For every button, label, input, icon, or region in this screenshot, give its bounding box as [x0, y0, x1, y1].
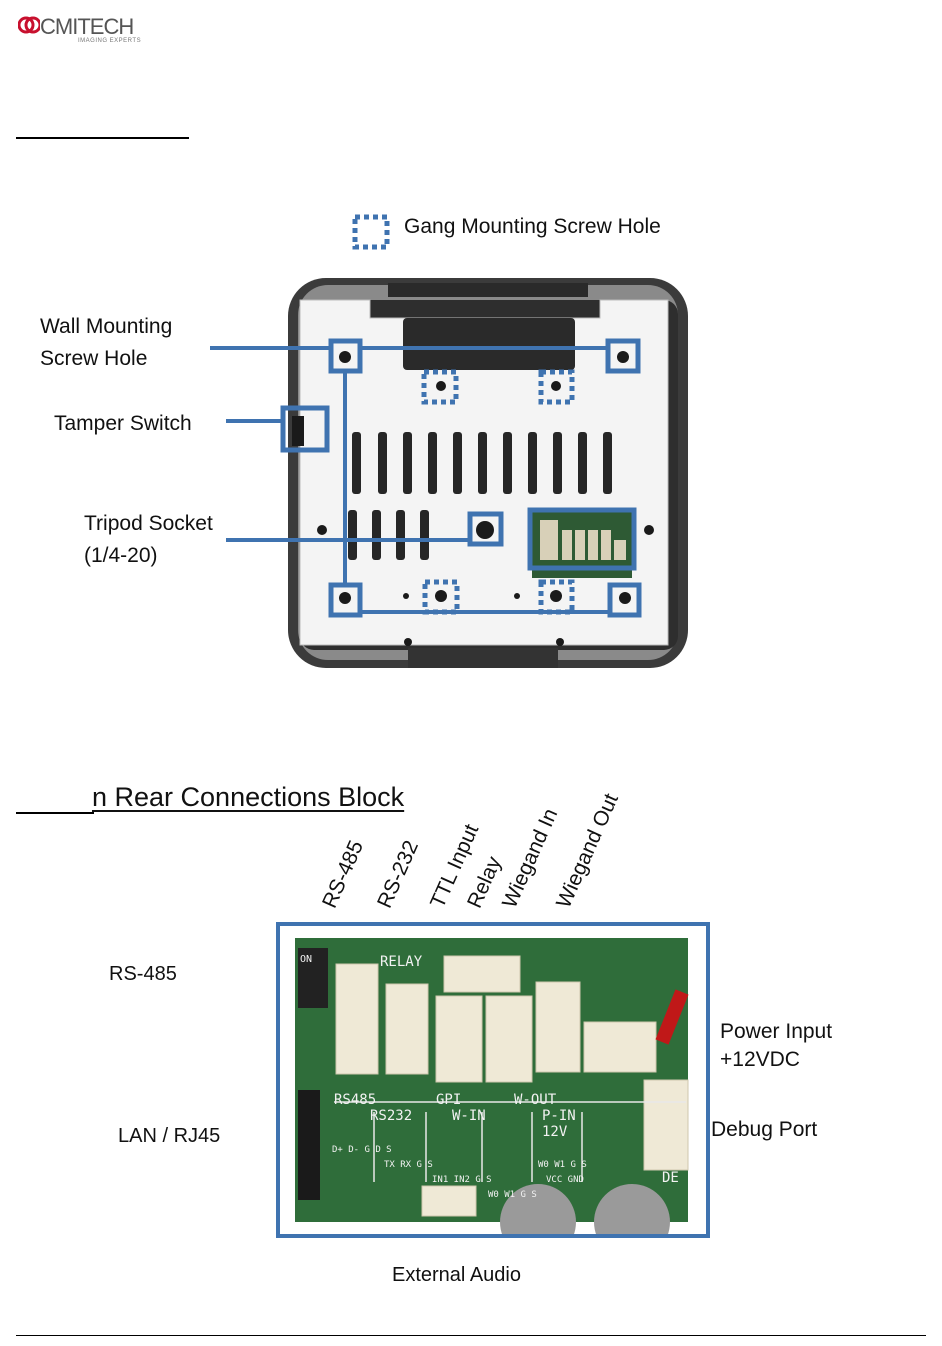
board-text-w-in: W-IN [452, 1108, 486, 1124]
wall-mount-label-line1: Wall Mounting [40, 315, 173, 338]
board-text-gpi: GPI [436, 1092, 461, 1108]
board-text-relay: RELAY [380, 954, 423, 970]
device-rear-diagram [210, 214, 688, 668]
board-pins-rs485: D+ D- G D S [332, 1145, 392, 1155]
top-label-rs232: RS-232 [373, 837, 424, 912]
board-text-w-out: W-OUT [514, 1092, 557, 1108]
footer-rule [16, 1335, 926, 1336]
top-label-rs485: RS-485 [318, 837, 369, 912]
board-text-p-in: P-IN [542, 1108, 576, 1124]
board-text-12v: 12V [542, 1124, 568, 1140]
section2-underline [16, 812, 94, 814]
external-audio-label: External Audio [392, 1264, 521, 1286]
board-pins-wout: W0 W1 G S [538, 1160, 587, 1170]
section-underline [16, 137, 189, 139]
debug-port-label: Debug Port [711, 1118, 818, 1141]
logo-tagline: IMAGING EXPERTS [78, 38, 142, 44]
section2-heading: n Rear Connections Block [92, 782, 405, 812]
logo-mark-icon [18, 16, 40, 34]
connection-board-diagram: RELAY RS485 RS232 GPI W-IN W-OUT P-IN 12… [276, 922, 710, 1238]
company-logo: CMITECH IMAGING EXPERTS [18, 12, 148, 44]
board-text-de: DE [662, 1170, 679, 1186]
tamper-switch-label: Tamper Switch [54, 412, 192, 435]
tripod-label-line1: Tripod Socket [84, 512, 213, 535]
board-text-rs485: RS485 [334, 1092, 376, 1108]
power-input-label-line1: Power Input [720, 1020, 833, 1043]
gang-hole-legend-label: Gang Mounting Screw Hole [404, 215, 661, 238]
board-pins-gpi: IN1 IN2 G S [432, 1175, 492, 1185]
board-pins-win: W0 W1 G S [488, 1190, 537, 1200]
board-pins-rs232: TX RX G S [384, 1160, 433, 1170]
board-pins-pin: VCC GND [546, 1175, 584, 1185]
board-text-on: ON [300, 954, 312, 965]
left-label-lan: LAN / RJ45 [118, 1125, 221, 1147]
top-label-wiegand-out: Wiegand Out [552, 790, 623, 912]
vent-slots [348, 432, 612, 560]
logo-text: CMITECH [40, 14, 134, 39]
wall-mount-label-line2: Screw Hole [40, 347, 148, 370]
top-grille [403, 318, 575, 370]
tripod-label-line2: (1/4-20) [84, 544, 158, 567]
power-input-label-line2: +12VDC [720, 1048, 800, 1071]
board-text-rs232: RS232 [370, 1108, 412, 1124]
left-label-rs485: RS-485 [109, 963, 177, 985]
gang-hole-legend-icon [352, 214, 390, 250]
